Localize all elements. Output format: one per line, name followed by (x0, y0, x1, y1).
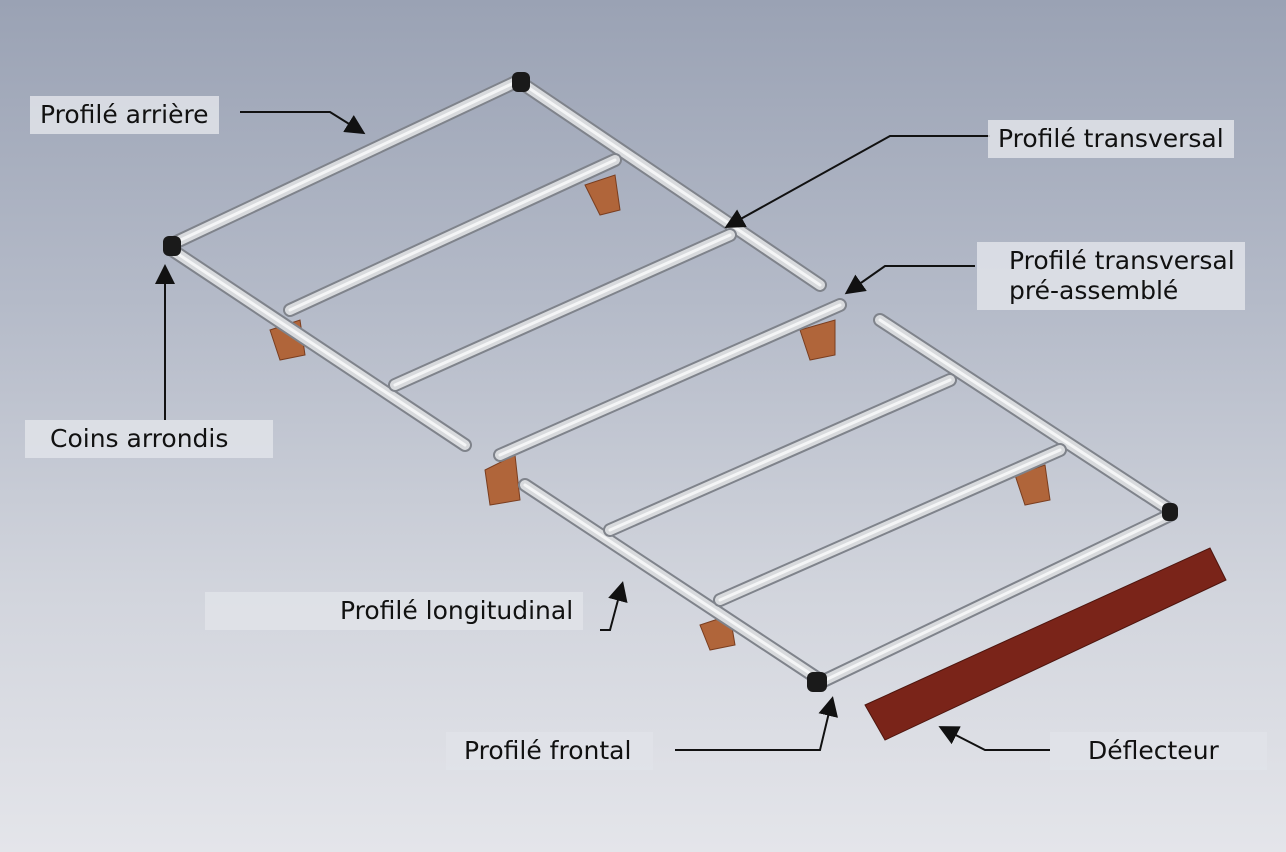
transversal-profile (608, 378, 952, 532)
label-line: pré-assemblé (1009, 276, 1179, 305)
transversal-profile (718, 448, 1062, 602)
longitudinal-profile (518, 80, 822, 287)
corner-piece (807, 672, 827, 692)
corner-piece (163, 236, 181, 256)
label-rear-profile: Profilé arrière (30, 96, 219, 134)
arrow-deflector (938, 726, 1050, 751)
label-longitudinal-profile: Profilé longitudinal (205, 592, 584, 630)
label-preassembled-transversal: Profilé transversal pré-assemblé (977, 242, 1245, 310)
label-front-profile: Profilé frontal (446, 732, 654, 770)
arrow-longitudinal (600, 581, 628, 631)
transversal-profile (288, 158, 617, 312)
front-profile (813, 513, 1172, 687)
label-rounded-corners: Coins arrondis (25, 420, 274, 458)
rounded-corners (163, 72, 1178, 692)
label-deflector: Déflecteur (1050, 732, 1267, 770)
profiles (163, 73, 1177, 692)
label-line: Profilé transversal (1009, 246, 1235, 275)
arrow-rear (240, 111, 366, 135)
corner-piece (1162, 503, 1178, 521)
corner-piece (512, 72, 530, 92)
deflector (864, 547, 1227, 741)
rear-profile (168, 78, 522, 247)
transversal-profile (498, 303, 842, 457)
arrow-transversal (724, 135, 990, 228)
longitudinal-profile (878, 318, 1172, 512)
arrow-front (675, 696, 838, 751)
arrows (155, 111, 1050, 751)
transversal-profile (393, 233, 732, 387)
longitudinal-profile (523, 483, 822, 682)
label-transversal-profile: Profilé transversal (988, 120, 1234, 158)
arrow-preassembled (844, 265, 975, 295)
longitudinal-profile (170, 248, 467, 447)
